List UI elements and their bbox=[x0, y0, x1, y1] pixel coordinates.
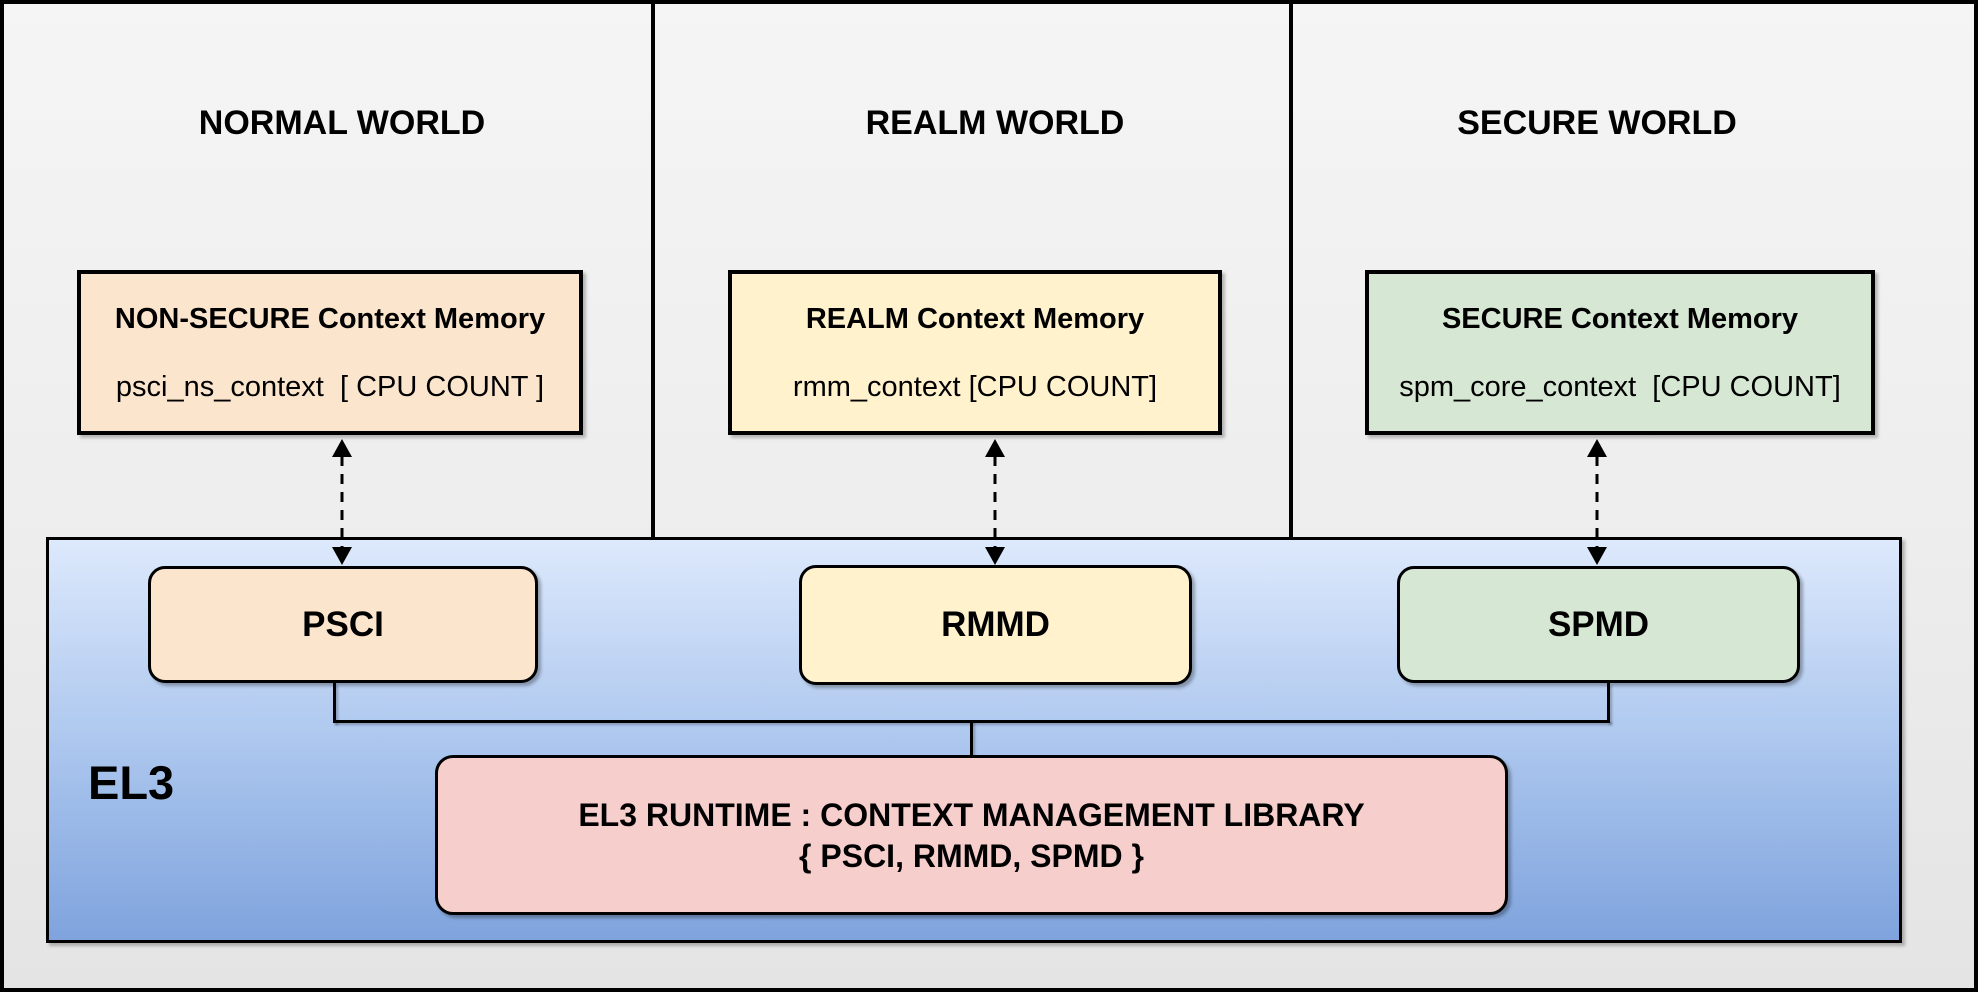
bidirectional-arrow-icon bbox=[1587, 439, 1607, 565]
realm-context-memory-title: REALM Context Memory bbox=[805, 302, 1145, 335]
secure-world-title: SECURE WORLD bbox=[1457, 104, 1737, 142]
runtime-box-title-line: EL3 RUNTIME : CONTEXT MANAGEMENT LIBRARY bbox=[578, 796, 1365, 833]
bidirectional-arrow-icon bbox=[332, 439, 352, 565]
realm-context-memory-box: REALM Context Memory rmm_context [CPU CO… bbox=[728, 270, 1222, 435]
normal-world-title: NORMAL WORLD bbox=[198, 104, 486, 142]
bidirectional-arrow-icon bbox=[985, 439, 1005, 565]
connector-bus-to-runtime bbox=[970, 720, 973, 758]
world-separator-line bbox=[651, 0, 655, 537]
runtime-box-components-line: { PSCI, RMMD, SPMD } bbox=[799, 837, 1144, 874]
realm-context-memory-variable: rmm_context [CPU COUNT] bbox=[792, 370, 1158, 403]
spmd-component-label: SPMD bbox=[1547, 604, 1650, 644]
connector-spmd-to-bus bbox=[1607, 683, 1610, 723]
spmd-component-box: SPMD bbox=[1397, 566, 1800, 683]
secure-context-memory-title: SECURE Context Memory bbox=[1441, 302, 1799, 335]
non-secure-context-memory-box: NON-SECURE Context Memory psci_ns_contex… bbox=[77, 270, 583, 435]
psci-component-box: PSCI bbox=[148, 566, 538, 683]
rmmd-component-label: RMMD bbox=[941, 605, 1050, 644]
realm-world-title: REALM WORLD bbox=[865, 104, 1125, 142]
connector-psci-to-bus bbox=[333, 683, 336, 723]
secure-context-memory-box: SECURE Context Memory spm_core_context [… bbox=[1365, 270, 1875, 435]
non-secure-context-memory-variable: psci_ns_context [ CPU COUNT ] bbox=[115, 370, 545, 403]
el3-runtime-context-management-library-box: EL3 RUNTIME : CONTEXT MANAGEMENT LIBRARY… bbox=[435, 755, 1508, 915]
non-secure-context-memory-title: NON-SECURE Context Memory bbox=[114, 302, 546, 335]
world-separator-line bbox=[1289, 0, 1293, 537]
rmmd-component-box: RMMD bbox=[799, 565, 1192, 685]
psci-component-label: PSCI bbox=[302, 604, 384, 644]
el3-region-label: EL3 bbox=[88, 756, 175, 809]
secure-context-memory-variable: spm_core_context [CPU COUNT] bbox=[1399, 370, 1841, 403]
